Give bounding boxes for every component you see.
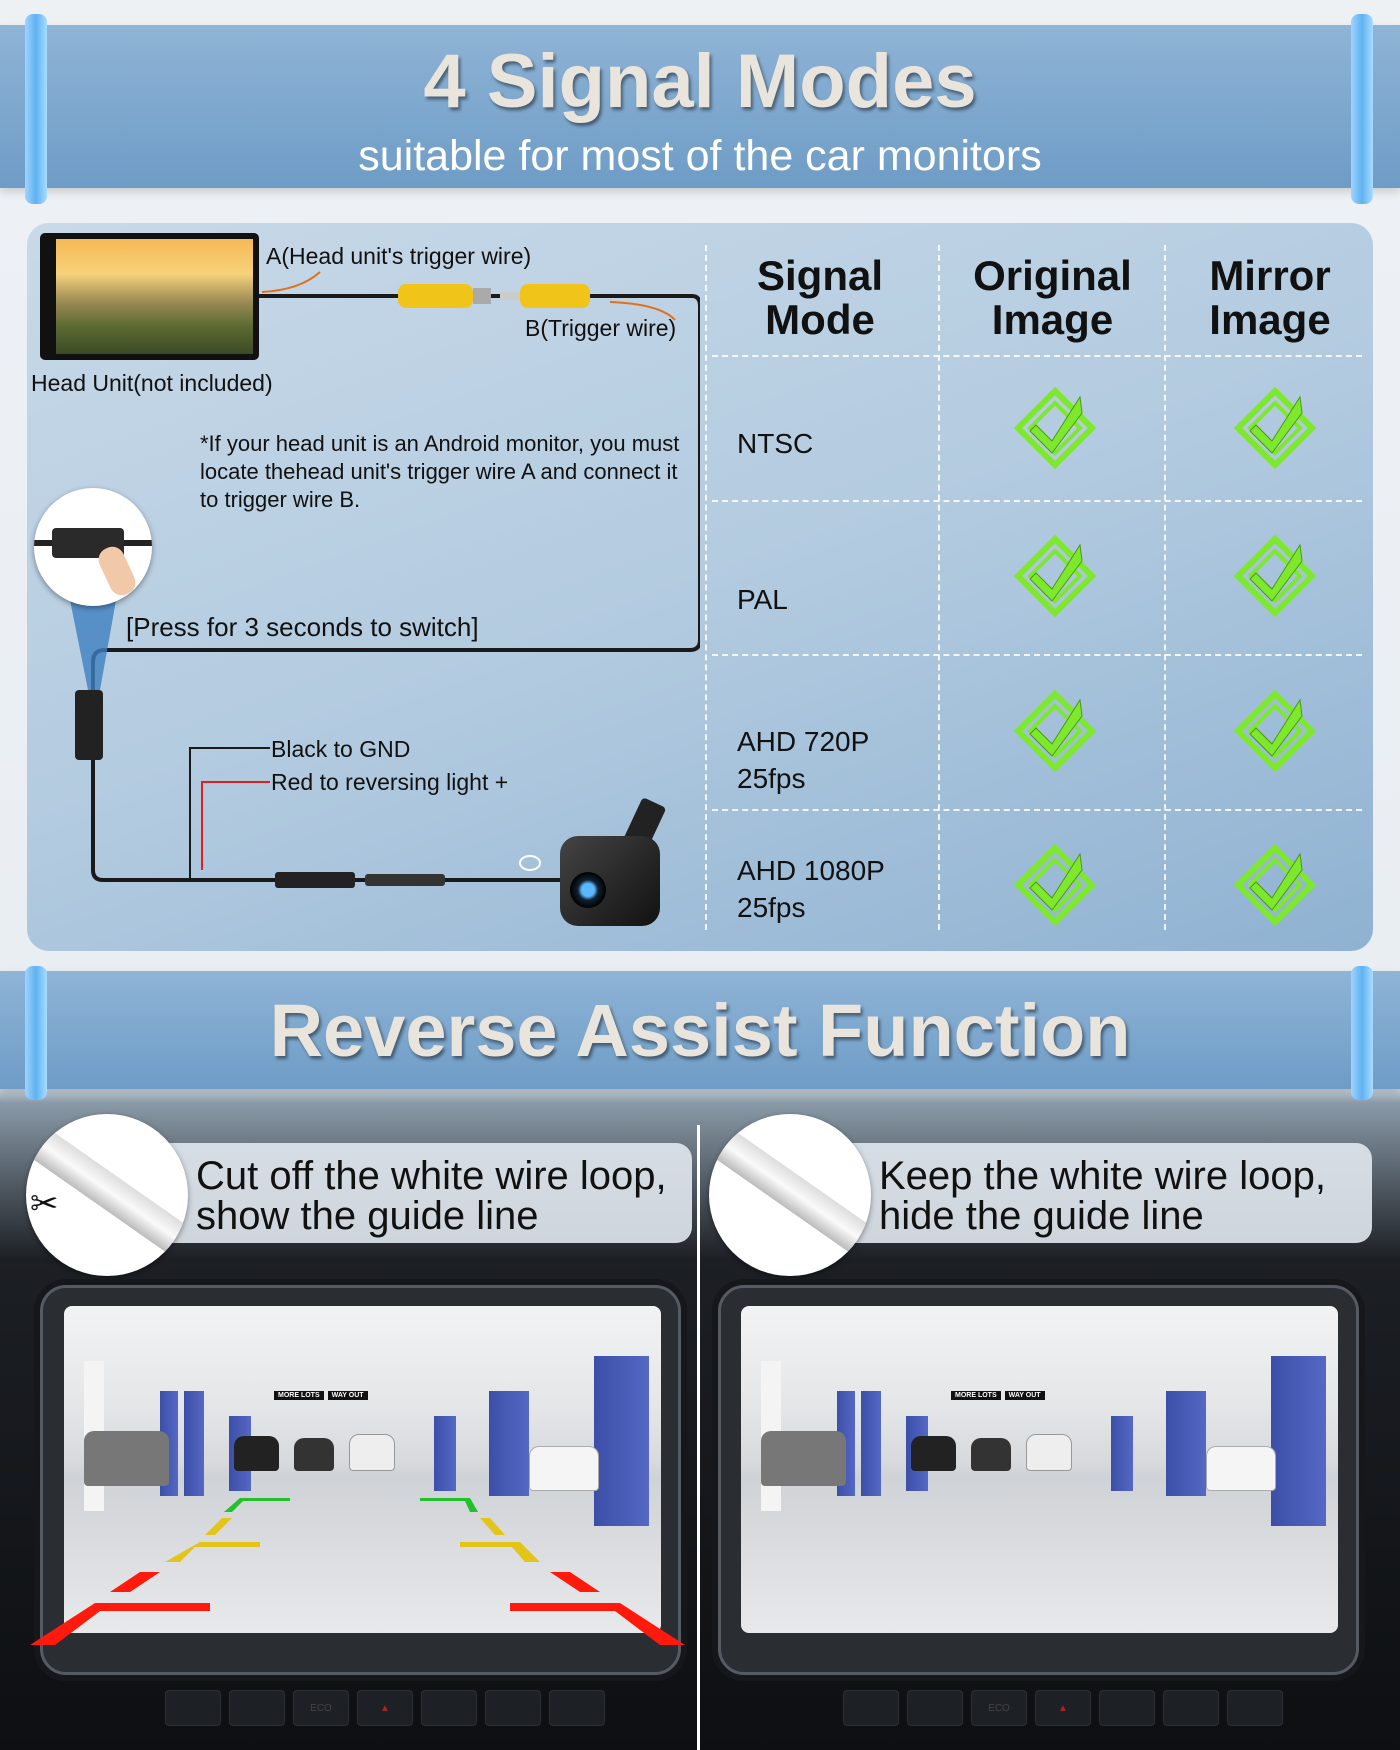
keep-wire-panel — [800, 1143, 1372, 1243]
head-unit-image — [40, 233, 259, 360]
scissors-icon: ✂ — [30, 1185, 59, 1223]
check-icon — [1230, 383, 1320, 473]
table-divider — [938, 245, 940, 930]
head-unit-label: Head Unit(not included) — [31, 370, 273, 396]
reverse-banner — [0, 971, 1400, 1089]
dash-button — [1163, 1690, 1219, 1726]
hazard-button: ▲ — [1035, 1690, 1091, 1726]
dash-button — [549, 1690, 605, 1726]
dash-button — [843, 1690, 899, 1726]
table-divider — [712, 355, 1362, 357]
press-switch-label: [Press for 3 seconds to switch] — [126, 612, 479, 642]
check-icon — [1230, 686, 1320, 776]
check-icon — [1010, 840, 1100, 930]
red-reverse-label: Red to reversing light + — [271, 769, 509, 795]
hazard-button: ▲ — [357, 1690, 413, 1726]
check-icon — [1230, 531, 1320, 621]
cut-wire-line1: Cut off the white wire loop, — [196, 1154, 667, 1198]
dash-button — [165, 1690, 221, 1726]
sign-more-lots: MORE LOTS — [951, 1391, 1001, 1400]
reverse-title: Reverse Assist Function — [269, 989, 1131, 1072]
dash-button — [1227, 1690, 1283, 1726]
lock-button — [1099, 1690, 1155, 1726]
sign-way-out: WAY OUT — [1004, 1391, 1045, 1400]
table-divider — [705, 245, 707, 930]
signal-modes-banner — [0, 25, 1400, 188]
sign-way-out: WAY OUT — [327, 1391, 368, 1400]
lock-button — [421, 1690, 477, 1726]
guideline-green — [224, 1498, 478, 1512]
eco-button: ECO — [293, 1690, 349, 1726]
banner-cap-right — [1351, 966, 1373, 1100]
dash-button — [907, 1690, 963, 1726]
mode-ahd720: AHD 720P 25fps — [737, 726, 869, 794]
dash-button — [485, 1690, 541, 1726]
wire-a-label: A(Head unit's trigger wire) — [266, 243, 532, 269]
check-icon — [1230, 840, 1320, 930]
table-divider — [1164, 245, 1166, 930]
table-divider — [712, 500, 1362, 502]
guideline-yellow — [165, 1518, 540, 1562]
banner-cap-left — [25, 14, 47, 204]
keep-wire-line2: hide the guide line — [879, 1194, 1204, 1238]
parking-guidelines — [30, 1498, 685, 1645]
eco-button: ECO — [971, 1690, 1027, 1726]
check-icon — [1010, 383, 1100, 473]
check-icon — [1010, 686, 1100, 776]
banner-cap-left — [25, 966, 47, 1100]
table-divider — [712, 809, 1362, 811]
header-original-image: Original Image — [973, 252, 1132, 343]
camera-image — [560, 797, 675, 932]
rca-female-connector — [398, 284, 473, 308]
header-signal-mode: Signal Mode — [756, 252, 884, 343]
mode-switch-box — [75, 690, 103, 760]
keep-wire-line1: Keep the white wire loop, — [879, 1154, 1326, 1198]
section-divider — [697, 1125, 700, 1750]
dashboard-buttons-left: ECO ▲ — [165, 1690, 605, 1726]
dashboard-buttons-right: ECO ▲ — [843, 1690, 1283, 1726]
rca-male-connector — [520, 284, 590, 308]
banner-cap-right — [1351, 14, 1373, 204]
sign-more-lots: MORE LOTS — [274, 1391, 324, 1400]
cut-wire-icon: ✂ — [26, 1114, 188, 1276]
black-gnd-label: Black to GND — [271, 736, 411, 762]
mode-pal: PAL — [737, 584, 788, 615]
cut-wire-panel — [120, 1143, 692, 1243]
switch-magnifier — [34, 488, 152, 606]
table-divider — [712, 654, 1362, 656]
dash-button — [229, 1690, 285, 1726]
guideline-red — [30, 1572, 685, 1645]
wire-b-label: B(Trigger wire) — [525, 315, 677, 341]
mode-ntsc: NTSC — [737, 428, 814, 459]
check-icon — [1010, 531, 1100, 621]
cut-wire-line2: show the guide line — [196, 1194, 539, 1238]
android-note: *If your head unit is an Android monitor… — [200, 431, 680, 512]
page-title: 4 Signal Modes — [423, 39, 977, 124]
header-mirror-image: Mirror Image — [1209, 252, 1331, 343]
page-subtitle: suitable for most of the car monitors — [358, 132, 1042, 180]
mode-ahd1080: AHD 1080P 25fps — [737, 855, 885, 923]
keep-wire-icon — [709, 1114, 871, 1276]
